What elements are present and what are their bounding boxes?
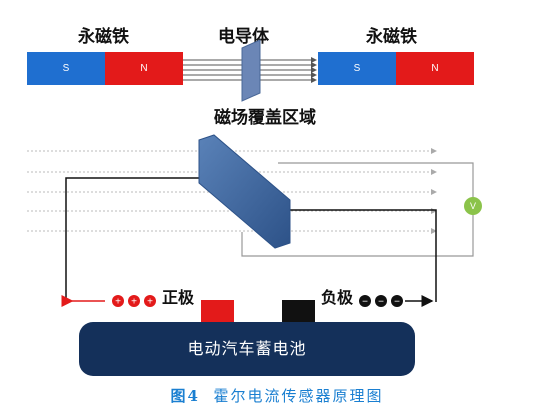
main-circuit-wire-right (290, 209, 437, 302)
field-region-label: 磁场覆盖区域 (214, 108, 316, 128)
right-magnet-s-pole: S (318, 52, 396, 85)
svg-text:−: − (362, 297, 368, 308)
figure-number: 图4 (170, 387, 200, 405)
negative-terminal (282, 300, 315, 322)
svg-text:+: + (131, 297, 137, 308)
svg-text:+: + (147, 297, 153, 308)
svg-text:−: − (378, 297, 384, 308)
top-conductor-plate (241, 39, 261, 102)
positive-label: 正极 (162, 288, 195, 307)
svg-text:−: − (394, 297, 400, 308)
positive-terminal (201, 300, 234, 322)
svg-text:+: + (115, 297, 121, 308)
voltmeter-loop (241, 162, 474, 257)
left-magnet-label: 永磁铁 (78, 27, 129, 47)
negative-label: 负极 (321, 288, 354, 307)
voltmeter: V (464, 197, 482, 215)
figure-title: 霍尔电流传感器原理图 (213, 387, 384, 405)
positive-charges: + + + (112, 295, 156, 308)
left-magnet-s-pole: S (27, 52, 105, 85)
negative-charges: − − − (359, 295, 403, 308)
main-circuit-wire (65, 177, 201, 302)
hall-plate (198, 134, 291, 249)
right-magnet-n-pole: N (396, 52, 474, 85)
figure-caption: 图4 霍尔电流传感器原理图 (0, 385, 554, 406)
left-magnet-n-pole: N (105, 52, 183, 85)
right-magnet-label: 永磁铁 (366, 27, 417, 47)
battery: 电动汽车蓄电池 (79, 322, 415, 376)
